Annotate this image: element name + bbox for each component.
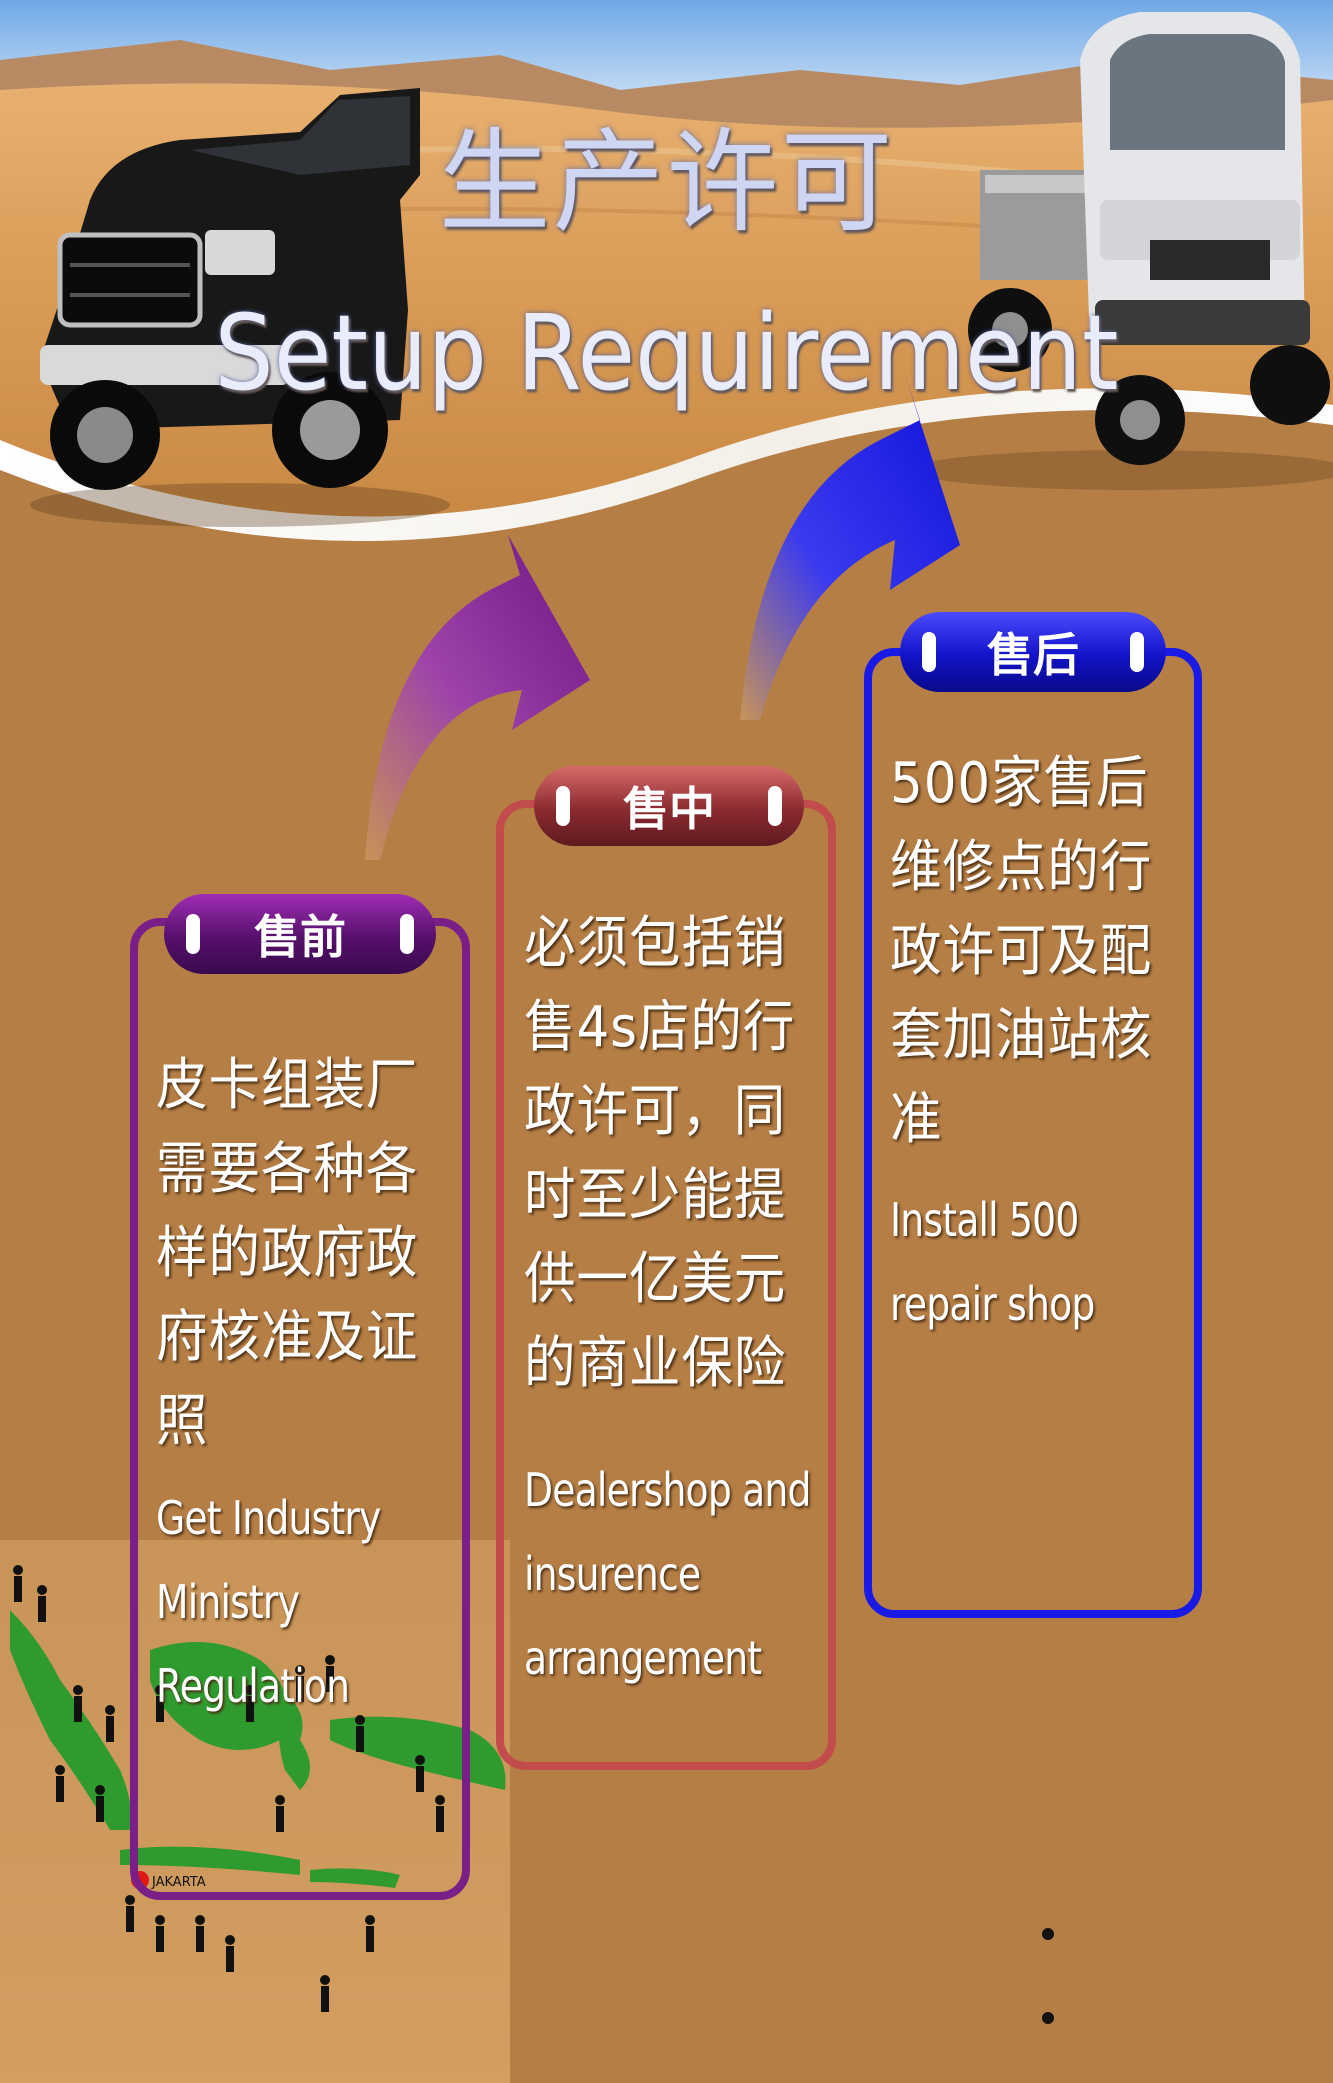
pill-cap-left — [186, 914, 200, 954]
bullet-dot — [1042, 2012, 1054, 2024]
step-description-chinese: 500家售后维修点的行政许可及配套加油站核准 — [890, 751, 1153, 1152]
banner-artwork — [0, 0, 1333, 600]
pill-cap-left — [922, 632, 936, 672]
pill-cap-right — [400, 914, 414, 954]
bullet-dot — [1042, 1928, 1054, 1940]
step-label-pill-pre-sale: 售前 — [164, 894, 436, 974]
black-pickup-truck-image — [30, 88, 450, 527]
pill-cap-right — [1130, 632, 1144, 672]
step-label-pill-in-sale: 售中 — [534, 766, 804, 846]
map-city-label: JAKARTA — [151, 1875, 206, 1890]
indonesia-map-image: JAKARTA — [0, 1540, 510, 2083]
step-description-english: Get Industry Ministry Regulation — [156, 1491, 381, 1713]
pill-cap-left — [556, 786, 570, 826]
slide-title-english: Setup Requirement — [214, 292, 1119, 414]
pill-cap-right — [768, 786, 782, 826]
step-label-text: 售前 — [254, 910, 346, 964]
step-label-pill-after-sale: 售后 — [900, 612, 1166, 692]
blue-flow-arrow — [740, 375, 960, 720]
step-description-chinese: 皮卡组装厂需要各种各样的政府政府核准及证照 — [156, 1053, 419, 1454]
step-description-english: Install 500 repair shop — [890, 1193, 1095, 1331]
slide-title-chinese: 生产许可 — [438, 118, 895, 248]
step-description-chinese: 必须包括销售4s店的行政许可，同时至少能提供一亿美元的商业保险 — [524, 911, 796, 1396]
step-description-english: Dealershop and insurence arrangement — [524, 1463, 811, 1685]
step-label-text: 售中 — [623, 782, 715, 836]
white-mini-truck-image — [910, 12, 1333, 490]
step-label-text: 售后 — [987, 628, 1079, 682]
purple-flow-arrow — [365, 535, 590, 860]
